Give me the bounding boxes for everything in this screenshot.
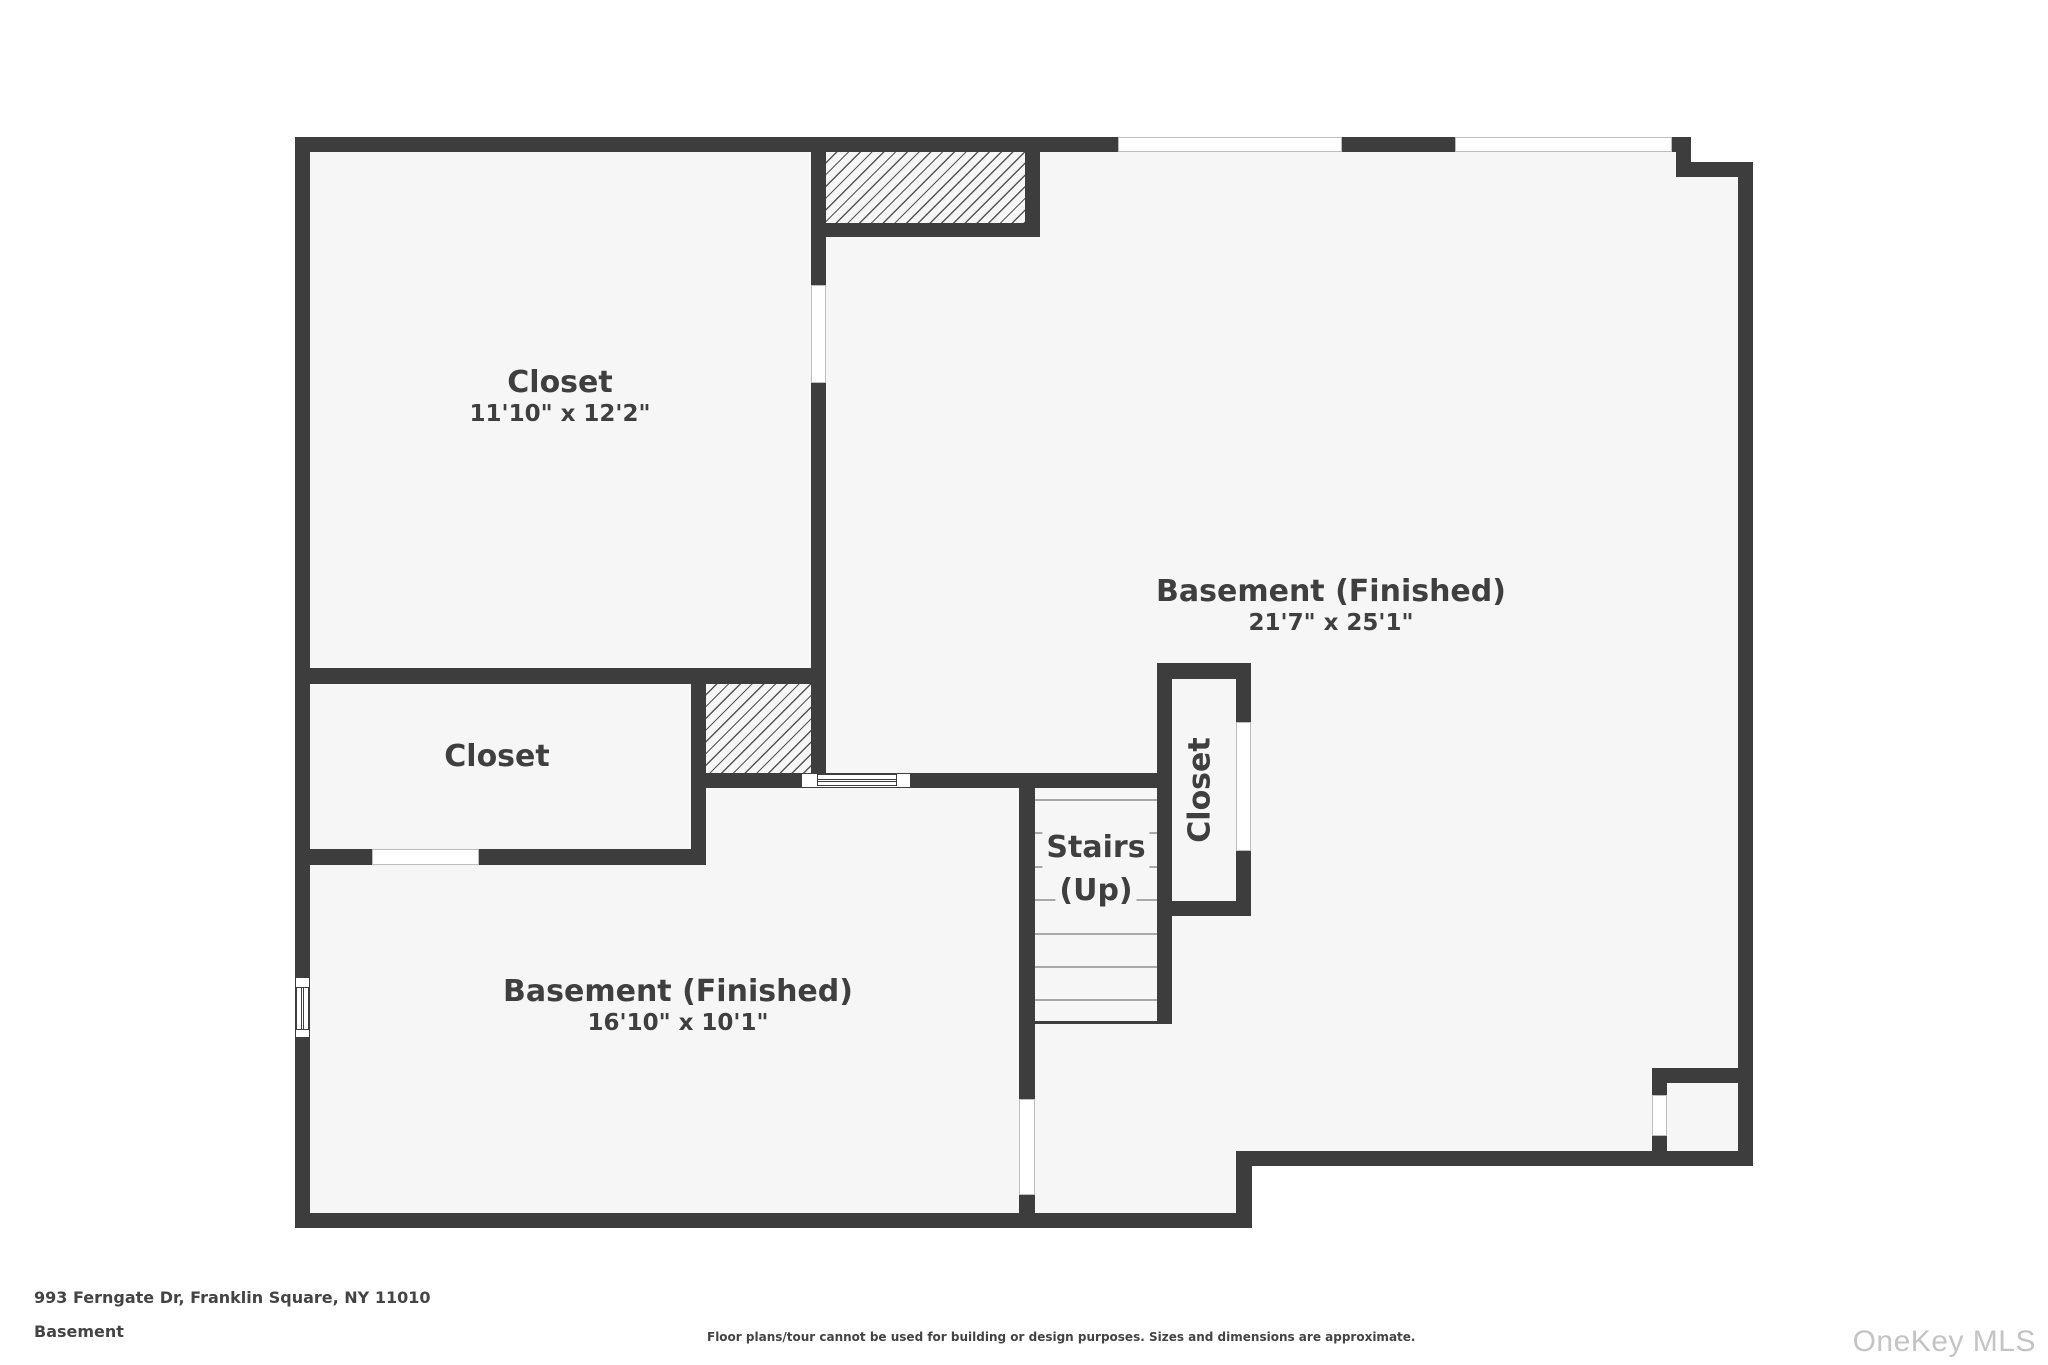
wall-top-mid bbox=[1342, 137, 1455, 152]
door-opening-stairs bbox=[1019, 1099, 1035, 1195]
window-box bbox=[1652, 1095, 1667, 1136]
room-name: Closet bbox=[444, 739, 550, 774]
room-label-closet-small: Closet bbox=[444, 740, 549, 774]
room-name: Basement (Finished) bbox=[503, 974, 853, 1009]
window-small-closet bbox=[372, 849, 479, 865]
room-label-closet-vertical: Closet bbox=[1182, 737, 1218, 843]
wall-bottom-step-vertical bbox=[1236, 1151, 1252, 1228]
wall-vcloset-bottom bbox=[1157, 901, 1251, 916]
room-label-stairs: Stairs (Up) bbox=[1042, 826, 1150, 912]
window-top-2 bbox=[1455, 137, 1672, 152]
room-dimensions: 21'7" x 25'1" bbox=[1248, 610, 1414, 636]
stair-tread bbox=[1035, 999, 1157, 1001]
room-dimensions: 16'10" x 10'1" bbox=[587, 1010, 769, 1036]
sliding-door-mid bbox=[801, 773, 911, 788]
wall-right bbox=[1738, 162, 1753, 1166]
stairs-direction: (Up) bbox=[1055, 869, 1137, 912]
room-name: Basement (Finished) bbox=[1156, 574, 1506, 609]
floor-level: Basement bbox=[34, 1322, 124, 1341]
wall-left-upper bbox=[295, 137, 310, 977]
room-name: Closet bbox=[507, 365, 613, 400]
wall-hatch-top-bottom bbox=[811, 223, 1040, 237]
wall-center-vertical-top bbox=[811, 137, 826, 285]
window-vcloset bbox=[1236, 722, 1251, 851]
wall-left-lower bbox=[295, 1038, 310, 1228]
wall-small-closet-right bbox=[691, 668, 706, 865]
wall-small-closet-bottom-right bbox=[479, 849, 706, 865]
watermark-logo: OneKey MLS bbox=[1852, 1325, 2036, 1358]
wall-bottom-left bbox=[295, 1213, 1252, 1228]
sliding-window-left bbox=[295, 977, 310, 1038]
box-interior bbox=[1667, 1083, 1738, 1151]
hatch-area-middle bbox=[706, 684, 811, 783]
hatch-area-top bbox=[826, 152, 1025, 223]
wall-vcloset-right-upper bbox=[1236, 663, 1251, 722]
wall-notch-horizontal bbox=[1676, 162, 1753, 177]
wall-center-vertical bbox=[811, 383, 826, 788]
stairs-name: Stairs bbox=[1042, 826, 1150, 869]
wall-hatch-mid-bottom bbox=[691, 773, 801, 788]
wall-box-top bbox=[1652, 1068, 1753, 1083]
wall-stairs-left-lower bbox=[1019, 1195, 1035, 1228]
wall-vcloset-right-lower bbox=[1236, 851, 1251, 916]
property-address: 993 Ferngate Dr, Franklin Square, NY 110… bbox=[34, 1288, 431, 1307]
stair-tread bbox=[1035, 799, 1157, 801]
wall-top-left bbox=[295, 137, 1118, 152]
wall-box-left-lower bbox=[1652, 1136, 1667, 1166]
wall-mid-horizontal bbox=[911, 773, 1172, 788]
wall-small-closet-bottom-left bbox=[295, 849, 372, 865]
wall-closet-divider bbox=[295, 668, 826, 684]
exterior-bottom-right bbox=[1251, 1166, 1752, 1228]
room-label-basement-main: Basement (Finished) 21'7" x 25'1" bbox=[1156, 575, 1506, 637]
door-opening-center bbox=[811, 285, 826, 383]
stair-tread bbox=[1035, 933, 1157, 935]
wall-stairs-left-upper bbox=[1019, 773, 1035, 1099]
wall-bottom-right bbox=[1236, 1151, 1753, 1166]
wall-hatch-top-right bbox=[1025, 137, 1040, 237]
room-label-basement-lower: Basement (Finished) 16'10" x 10'1" bbox=[503, 975, 853, 1037]
wall-stairs-right bbox=[1157, 663, 1172, 1023]
stair-tread bbox=[1035, 966, 1157, 968]
wall-vcloset-top bbox=[1157, 663, 1251, 679]
disclaimer: Floor plans/tour cannot be used for buil… bbox=[707, 1330, 1416, 1344]
room-dimensions: 11'10" x 12'2" bbox=[469, 401, 651, 427]
wall-box-left-upper bbox=[1652, 1068, 1667, 1095]
wall-stairs-bottom bbox=[1035, 1021, 1172, 1024]
window-top-1 bbox=[1118, 137, 1342, 152]
room-label-closet-large: Closet 11'10" x 12'2" bbox=[470, 366, 651, 428]
